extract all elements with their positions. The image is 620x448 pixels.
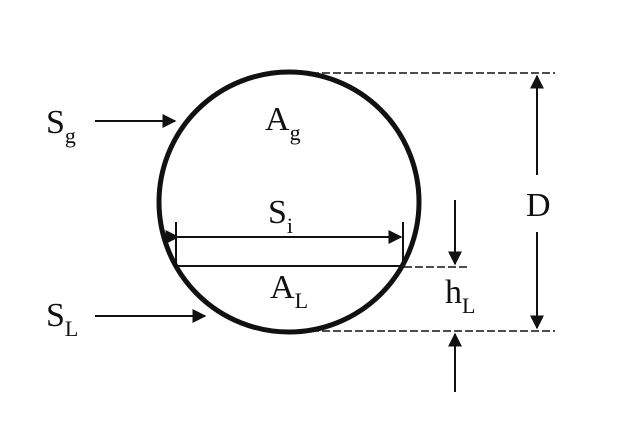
- hl-label: hL: [445, 274, 475, 318]
- sg-label: Sg: [46, 104, 76, 148]
- ag-label: Ag: [265, 101, 301, 145]
- si-label: Si: [268, 194, 293, 238]
- al-label: AL: [270, 269, 308, 313]
- d-label: D: [526, 187, 551, 224]
- pipe-circle: [156, 69, 422, 335]
- sl-label: SL: [46, 297, 78, 341]
